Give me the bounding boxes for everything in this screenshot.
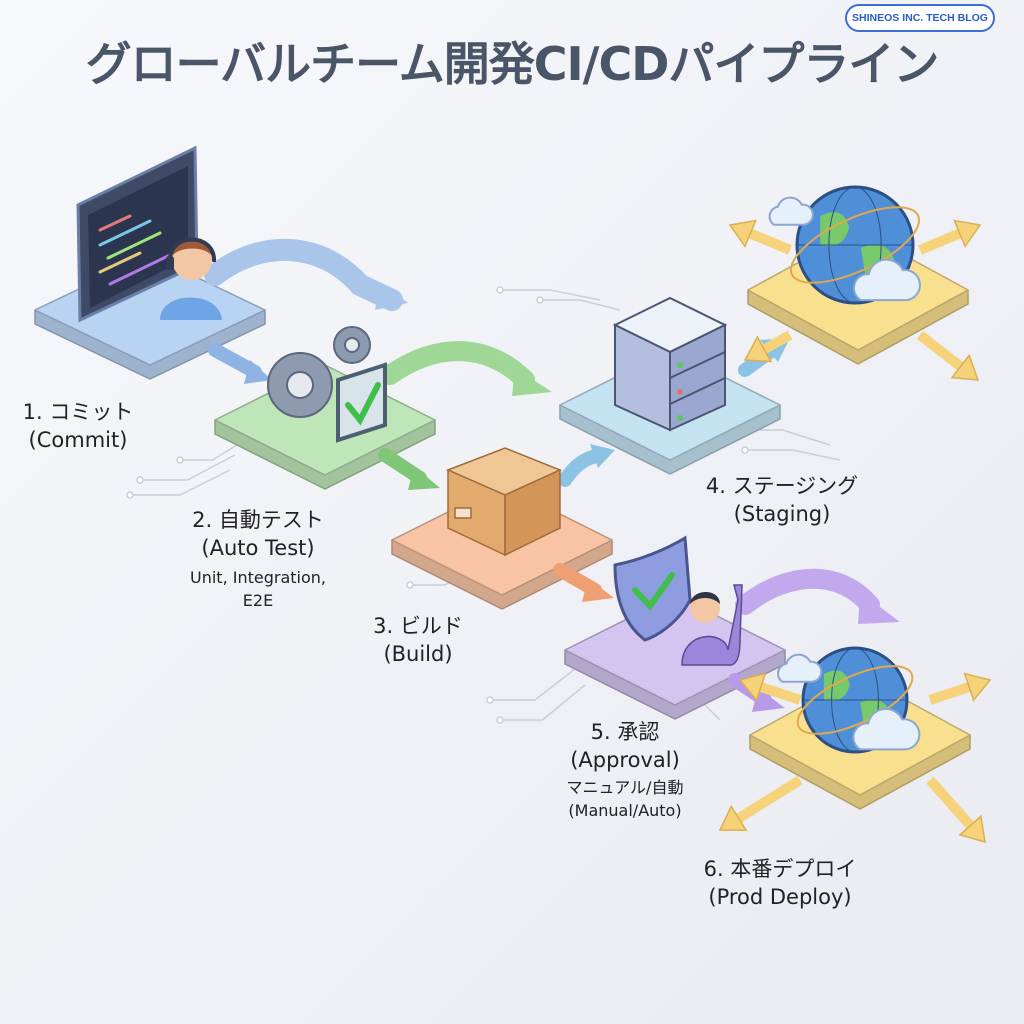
circuit-trace [745,449,841,461]
arrowhead [512,368,552,396]
step-5-title: 5. 承認 [590,720,660,744]
circuit-trace [130,469,231,496]
deploy-arrow [916,331,980,381]
step-2-label: 2. 自動テスト (Auto Test) Unit, Integration, … [190,506,326,612]
shield-check-icon [613,535,692,642]
step-2-english: (Auto Test) [201,536,315,560]
step-5-english: (Approval) [570,748,680,772]
deploy-arrow [928,672,992,705]
deploy-arrow [743,330,793,363]
circuit-node [176,456,184,464]
approver-raising-hand-icon [681,584,743,666]
circuit-node [126,491,134,499]
circuit-trace [540,299,621,311]
flow-arrow-commit-to-test [204,239,403,311]
cloud-icon [768,196,921,302]
deploy-arrow [728,219,792,255]
package-box-icon [446,447,562,557]
globe-icon-staging [768,185,921,305]
step-4-title: 4. ステージング [705,474,859,498]
step-1-title: 1. コミット [22,400,134,424]
step-6-title: 6. 本番デプロイ [703,857,857,881]
arrowhead [244,360,272,384]
circuit-node [496,716,504,724]
deploy-arrow [918,219,982,255]
deploy-arrow [718,775,803,831]
blog-badge: SHINEOS INC. TECH BLOG [845,4,995,32]
arrowhead [752,688,785,712]
circuit-trace [500,684,586,721]
step-5-detail: マニュアル/自動 [566,778,684,797]
step-3-title: 3. ビルド [373,614,463,638]
circuit-node [486,696,494,704]
step-5-detail-2: (Manual/Auto) [568,801,682,820]
flow-arrow-approval-to-prod [735,568,880,615]
arrowhead [375,282,408,310]
arrowhead [408,466,440,490]
circuit-node [536,296,544,304]
deploy-arrow [926,776,986,844]
flow-arrow-build-to-staging [558,448,607,487]
step-1-label: 1. コミット (Commit) [23,398,134,454]
developer-with-headset-icon [160,237,222,320]
circuit-node [496,286,504,294]
step-4-label: 4. ステージング (Staging) [706,472,858,528]
page-title: グローバルチーム開発CI/CDパイプライン [85,37,940,91]
server-rack-icon [612,296,728,432]
step-1-english: (Commit) [28,428,128,452]
step-6-label: 6. 本番デプロイ (Prod Deploy) [704,855,857,911]
arrowhead [582,578,614,602]
step-5-label: 5. 承認 (Approval) マニュアル/自動 (Manual/Auto) [567,718,684,822]
step-2-detail-2: E2E [242,591,274,610]
arrowhead [858,592,900,624]
cloud-icon [777,653,921,751]
step-2-title: 2. 自動テスト [192,508,324,532]
step-3-english: (Build) [383,642,453,666]
step-2-detail: Unit, Integration, [190,568,326,587]
checkbox-checked-icon [336,362,387,443]
step-6-english: (Prod Deploy) [708,885,852,909]
step-3-label: 3. ビルド (Build) [373,612,463,668]
flow-arrow-test-to-staging [380,341,535,390]
deploy-arrow [738,672,802,705]
gears-icon [267,326,371,418]
step-4-english: (Staging) [733,502,831,526]
circuit-trace [490,664,581,701]
circuit-trace [140,454,236,481]
globe-icon-prod [777,646,921,754]
circuit-node [741,446,749,454]
circuit-trace [180,439,246,461]
circuit-trace [500,289,601,301]
circuit-node [406,581,414,589]
arrowhead [590,444,615,468]
circuit-node [136,476,144,484]
